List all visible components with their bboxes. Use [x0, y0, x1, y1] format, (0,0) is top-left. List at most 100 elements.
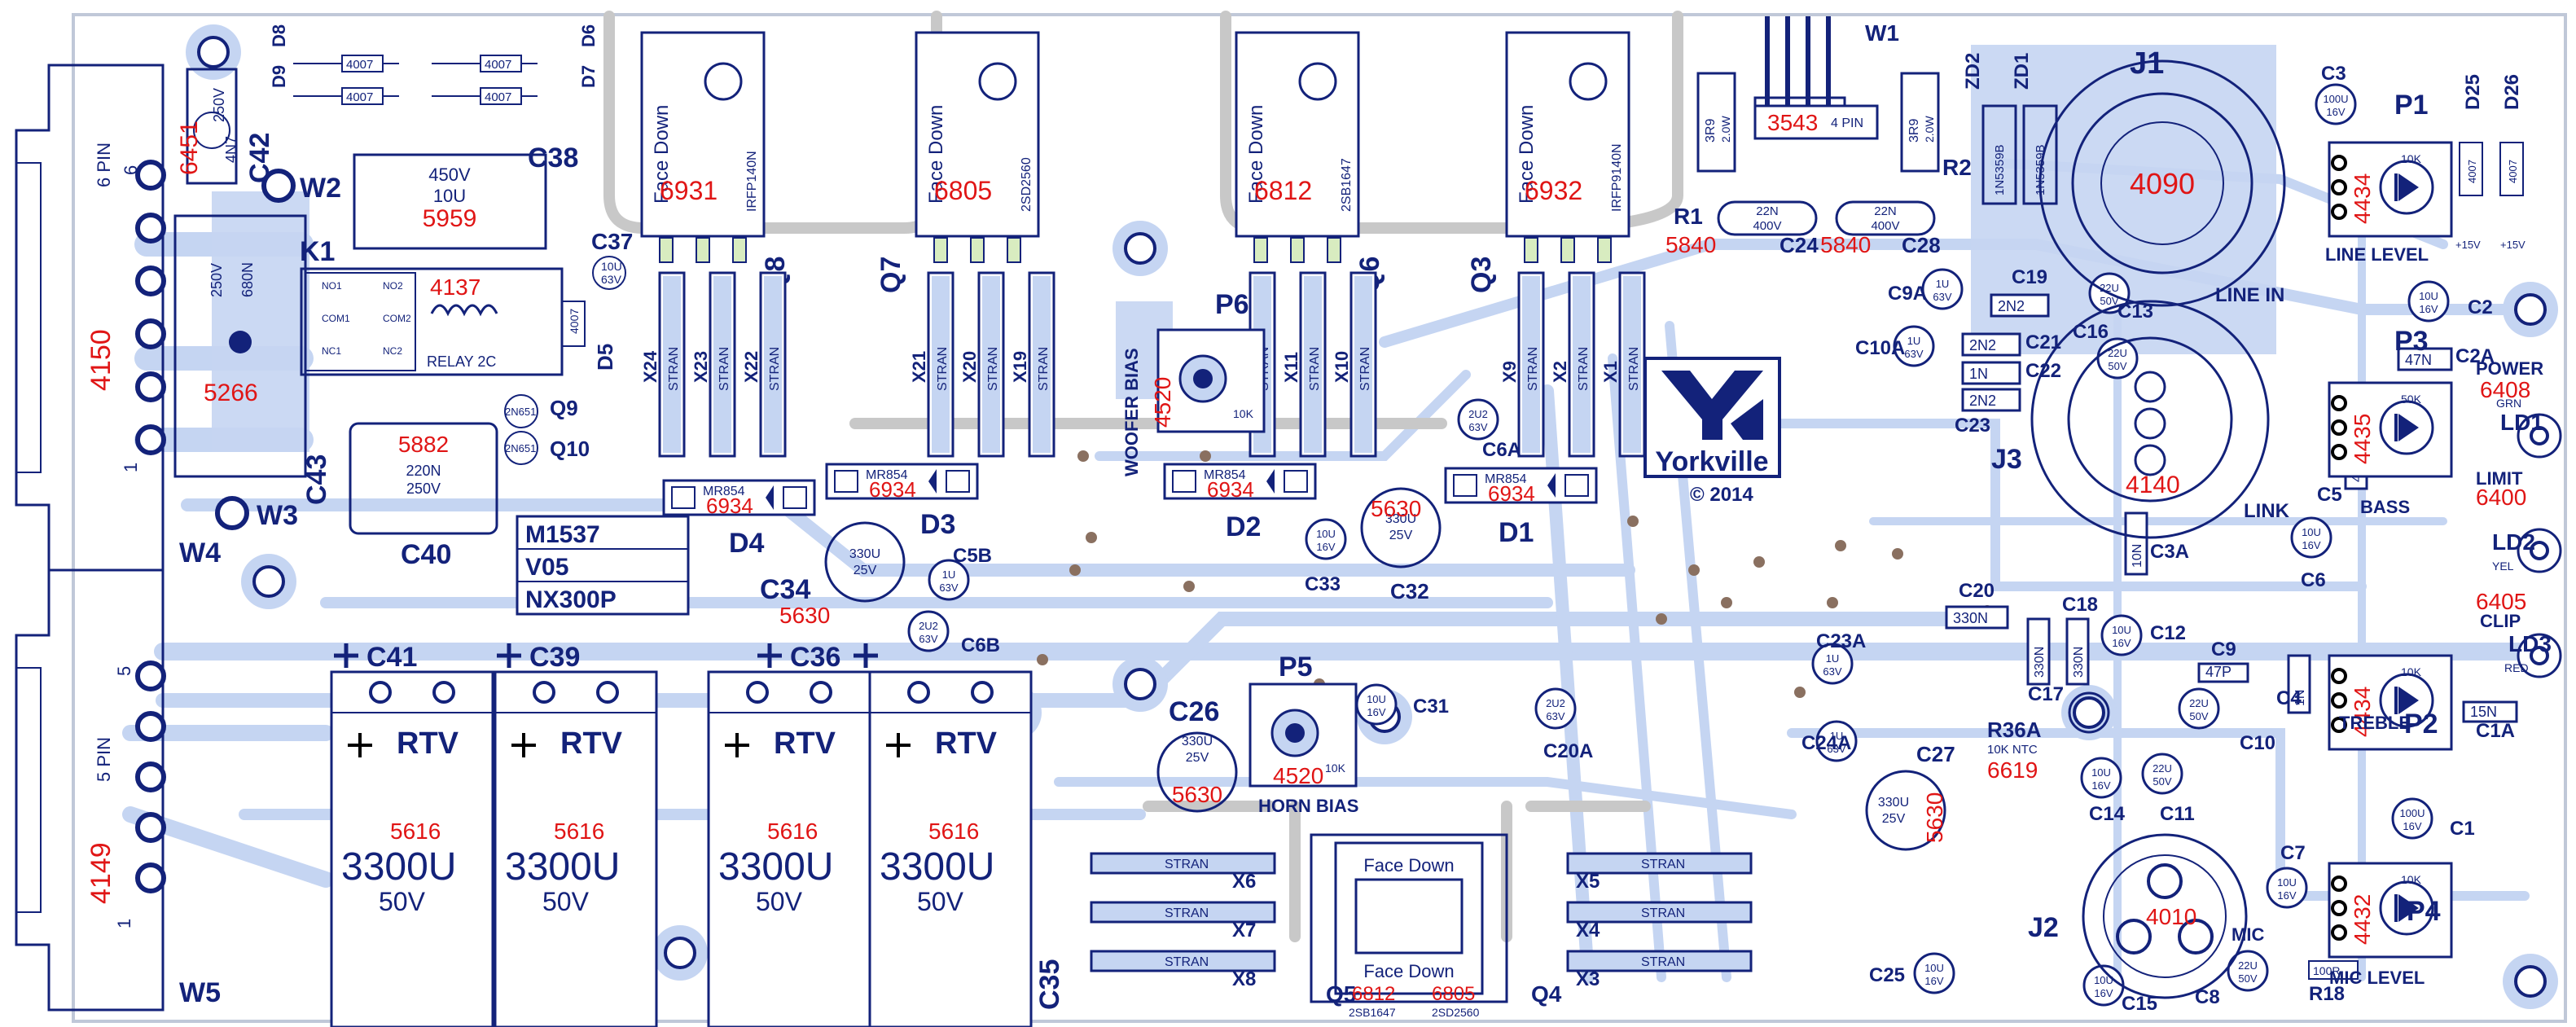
capacitor-c40[interactable]: 5882 220N 250V C40 [349, 422, 498, 570]
connector-w4[interactable]: 6 PIN 6 1 4150 W4 [15, 64, 221, 572]
terminal-w3[interactable]: W3 [215, 496, 298, 531]
resistor-r1[interactable]: 3R9 2.0W R1 [1674, 72, 1736, 229]
capacitor-c37[interactable]: 10U 63V C37 [591, 229, 633, 290]
jack-j1[interactable]: 4090 J1 LINE IN [2038, 46, 2286, 307]
capacitor-c32[interactable]: 330U 25V 5630 C32 [1360, 487, 1442, 603]
jack-j3[interactable]: 4140 J3 LINK [1991, 300, 2290, 539]
thermistor-r36a[interactable]: R36A 10K NTC 6619 [1987, 691, 2110, 783]
zener-diodes[interactable]: 1N5359B 1N5359B ZD2 ZD1 [1962, 53, 2058, 205]
capacitor-c26[interactable]: 330U 25V 5630 C26 [1156, 696, 1238, 813]
capacitor-c34[interactable]: 330U 25V 5630 C34 [760, 521, 906, 628]
jack-j2[interactable]: 4010 J2 MIC [2028, 833, 2264, 999]
resistor-r2[interactable]: 3R9 2.0W R2 [1900, 72, 1972, 180]
connector-w5[interactable]: 5 PIN 5 1 4149 W5 [15, 568, 221, 1012]
driver-transistors[interactable]: Face Down Face Down Q5 Q4 6812 6805 2SB1… [1310, 833, 1562, 1019]
resistor-r18[interactable]: 100R R18 [2308, 960, 2359, 1005]
terminal-w2[interactable]: W2 [261, 169, 341, 204]
transistor-q9[interactable]: 2N651 Q9 [504, 394, 578, 428]
diode-d5[interactable]: 4007 D5 [561, 301, 617, 371]
connector-w1[interactable]: 3543 4 PIN W1 [1753, 16, 1899, 140]
capacitor-c24[interactable]: 22N 400V 5840 C24 [1665, 200, 1819, 257]
capacitor-c43[interactable]: 250V 680N 5266 C43 [173, 214, 332, 505]
capacitor-c28[interactable]: 22N 400V 5840 C28 [1820, 200, 1941, 257]
transistor-q10[interactable]: 2N651 Q10 [504, 431, 590, 465]
capacitor-c38[interactable]: 450V 10U 5959 C38 [353, 143, 578, 250]
diodes-d25-d26[interactable]: 4007 4007 D25 D26 +15V +15V [2455, 74, 2526, 251]
capacitor-c27[interactable]: 330U 25V 5630 C27 [1865, 742, 1955, 851]
mosfet-q6[interactable]: Face Down68122SB1647Q6 [1235, 31, 1385, 293]
